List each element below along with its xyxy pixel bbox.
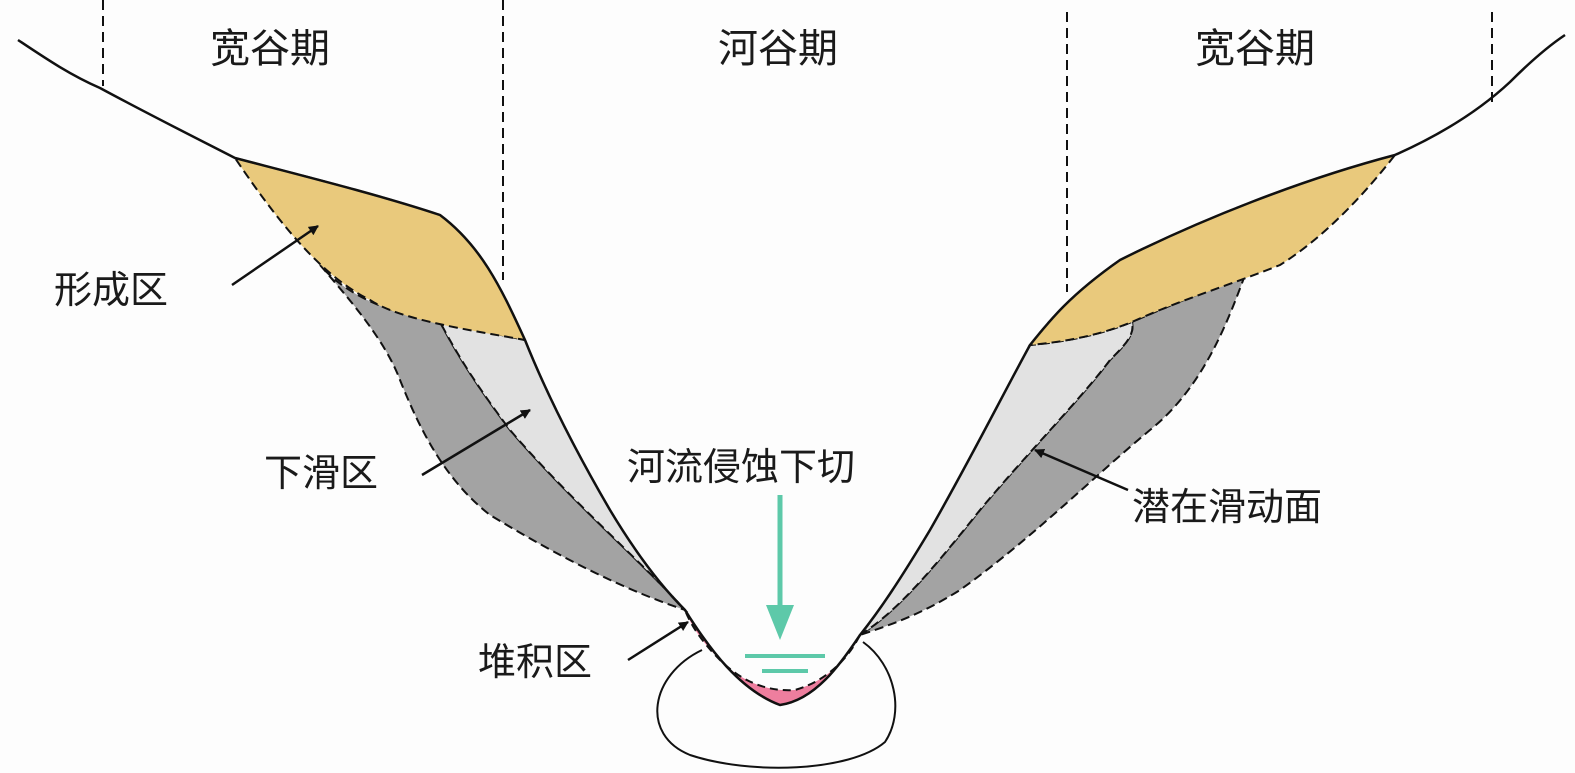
riverbed-outline [656, 641, 897, 769]
arrow-icon [1034, 448, 1129, 492]
ground-surface-line [17, 33, 1566, 707]
right-formation-zone [1027, 153, 1398, 347]
header-right: 宽谷期 [1195, 26, 1315, 72]
header-center: 河谷期 [718, 26, 838, 72]
period-dividers [102, 0, 1493, 292]
right-slide-dark-zone [859, 273, 1247, 636]
arrow-icon [421, 408, 531, 477]
label-incision: 河流侵蚀下切 [627, 445, 855, 489]
label-formation: 形成区 [54, 268, 168, 312]
label-potential-surface: 潜在滑动面 [1132, 485, 1322, 529]
arrow-icon [627, 620, 689, 662]
incision-arrow [745, 495, 825, 673]
arrow-icon [231, 224, 319, 287]
label-deposit: 堆积区 [478, 640, 592, 684]
header-left: 宽谷期 [210, 26, 330, 72]
label-arrows [231, 224, 1129, 662]
label-slide: 下滑区 [264, 451, 378, 495]
